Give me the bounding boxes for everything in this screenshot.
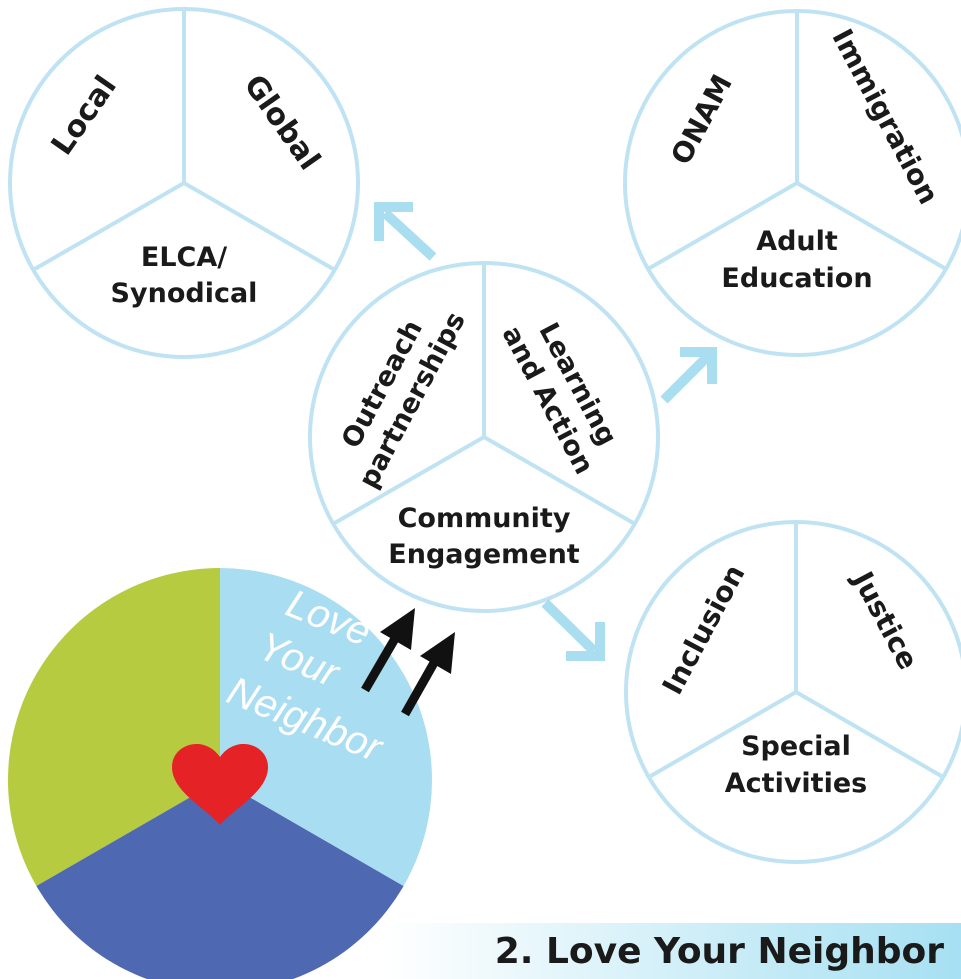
label-elca: ELCA/ [141,242,227,273]
label-synodical: Synodical [111,278,258,309]
circle-community-engagement: Outreach partnerships Learning and Actio… [308,261,660,613]
title-banner: 2. Love Your Neighbor [385,923,961,979]
label-community: Community [398,503,571,534]
arrow-to-top-left [374,202,437,261]
circle-top-right: ONAM Immigration Adult Education [623,9,961,357]
label-education: Education [721,263,872,294]
label-activities: Activities [725,768,867,799]
circle-top-left: Local Global ELCA/ Synodical [8,7,360,359]
banner-bar [385,923,961,979]
pie-segment-green [7,568,221,886]
label-adult: Adult [756,226,838,257]
circle-bottom-right: Inclusion Justice Special Activities [624,520,961,864]
black-arrows [361,608,455,717]
label-special: Special [741,731,851,762]
heart-icon [172,743,268,825]
label-engagement: Engagement [388,539,580,570]
banner-title: 2. Love Your Neighbor [495,931,945,972]
arrow-to-bottom-right [541,599,605,661]
love-your-neighbor-pie: Love Your Neighbor [7,568,433,979]
pie-segment-light-blue [220,568,433,886]
pie-segment-blue [36,780,404,979]
arrow-to-top-right [660,347,717,404]
